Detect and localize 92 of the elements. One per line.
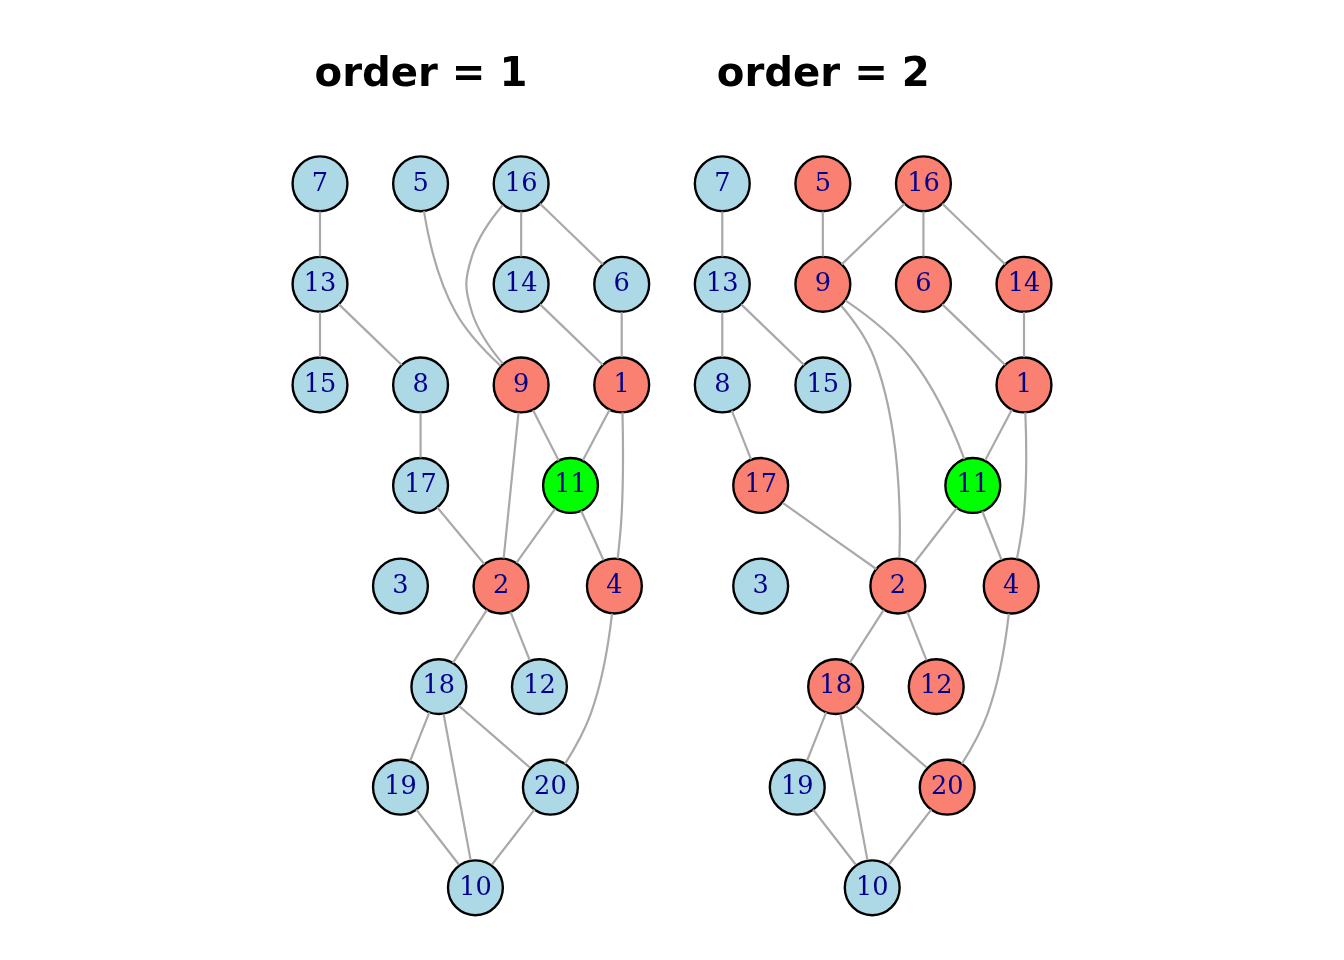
node-circle: 1 bbox=[593, 356, 651, 414]
connector bbox=[318, 312, 322, 358]
node-circle: 8 bbox=[391, 356, 450, 414]
connector bbox=[451, 609, 488, 664]
node-circle: 17 bbox=[391, 456, 450, 515]
node-circle: 2 bbox=[869, 557, 927, 615]
connector bbox=[520, 211, 523, 257]
node-circle: 7 bbox=[693, 155, 751, 213]
connector bbox=[840, 305, 901, 559]
connector bbox=[941, 303, 1006, 366]
connector bbox=[941, 203, 1006, 266]
connector bbox=[984, 409, 1013, 461]
node-circle: 20 bbox=[918, 758, 976, 816]
label: order = 1 bbox=[314, 49, 528, 96]
connector bbox=[436, 506, 486, 565]
node-circle: 8 bbox=[693, 356, 751, 414]
node-circle: 7 bbox=[291, 155, 349, 213]
node-circle: 4 bbox=[982, 557, 1040, 615]
connector bbox=[960, 613, 1010, 765]
node-circle: 9 bbox=[794, 255, 852, 313]
connector bbox=[821, 211, 824, 257]
connector bbox=[721, 312, 724, 358]
node-circle: 5 bbox=[794, 155, 852, 213]
node-circle: 15 bbox=[291, 356, 349, 414]
node-circle: 13 bbox=[291, 255, 349, 313]
connector bbox=[848, 609, 885, 664]
node-circle: 15 bbox=[794, 356, 852, 414]
connector bbox=[580, 510, 605, 561]
connector bbox=[422, 210, 502, 367]
connector bbox=[318, 211, 322, 257]
node-circle: 6 bbox=[593, 255, 651, 313]
node-circle: 10 bbox=[843, 859, 901, 917]
connector bbox=[887, 808, 933, 866]
connector bbox=[419, 412, 422, 458]
node-circle: 17 bbox=[732, 456, 790, 515]
node-circle: 9 bbox=[492, 356, 550, 414]
node-circle: 1 bbox=[995, 356, 1053, 414]
node-circle: 18 bbox=[807, 658, 865, 716]
node-circle: 3 bbox=[732, 557, 790, 615]
connector bbox=[539, 203, 604, 266]
node-circle: 14 bbox=[995, 255, 1053, 313]
connector bbox=[490, 808, 536, 866]
connector bbox=[409, 712, 431, 762]
node-circle: 12 bbox=[510, 658, 569, 716]
connector bbox=[465, 204, 504, 365]
node-circle: 12 bbox=[907, 658, 965, 716]
connector bbox=[981, 510, 1003, 561]
node-circle: 18 bbox=[410, 658, 468, 716]
connector bbox=[442, 714, 472, 861]
node-circle: 19 bbox=[768, 758, 826, 816]
connector bbox=[839, 714, 869, 861]
connector bbox=[854, 704, 928, 769]
connector bbox=[805, 712, 828, 762]
connector bbox=[913, 507, 958, 564]
node-circle: 19 bbox=[371, 758, 430, 816]
node-circle: 4 bbox=[585, 557, 644, 615]
node-circle: 2 bbox=[472, 557, 530, 615]
node-circle: 3 bbox=[371, 557, 430, 615]
connector bbox=[740, 303, 805, 366]
connector bbox=[338, 303, 403, 366]
connector bbox=[782, 502, 877, 570]
connector bbox=[812, 808, 857, 866]
connector bbox=[458, 704, 531, 769]
connector bbox=[415, 808, 460, 866]
connector bbox=[1015, 412, 1028, 559]
node-circle: 10 bbox=[446, 859, 505, 917]
label: order = 2 bbox=[716, 49, 930, 96]
connector bbox=[721, 211, 724, 257]
connector bbox=[844, 299, 966, 460]
node-circle: 16 bbox=[894, 155, 953, 213]
node-circle: 16 bbox=[492, 155, 550, 213]
connector bbox=[539, 303, 604, 366]
node-circle: 14 bbox=[492, 255, 550, 313]
connector bbox=[616, 412, 625, 559]
connector bbox=[840, 203, 906, 266]
node-circle: 11 bbox=[541, 456, 600, 515]
connector bbox=[581, 409, 611, 461]
node-circle: 6 bbox=[894, 255, 953, 313]
node-circle: 11 bbox=[944, 456, 1002, 515]
connector bbox=[922, 211, 925, 257]
connector bbox=[620, 312, 623, 358]
connector bbox=[515, 508, 556, 564]
node-circle: 5 bbox=[391, 155, 450, 213]
connector bbox=[564, 613, 614, 765]
connector bbox=[532, 409, 560, 461]
node-circle: 13 bbox=[693, 255, 751, 313]
connector bbox=[906, 611, 928, 661]
node-circle: 20 bbox=[521, 758, 580, 816]
connector bbox=[502, 412, 520, 559]
connector bbox=[509, 611, 531, 661]
connector bbox=[730, 410, 753, 460]
connector bbox=[1022, 312, 1026, 358]
